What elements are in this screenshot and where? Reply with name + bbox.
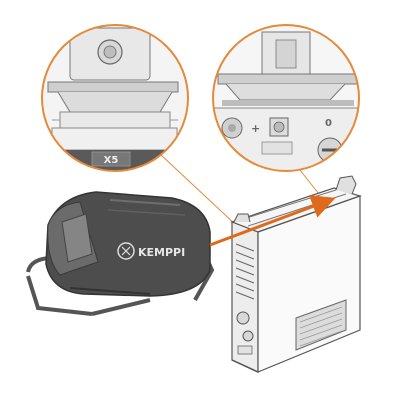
wire-feeder-unit: KEMPPI: [26, 191, 215, 316]
power-symbol: 0: [325, 118, 332, 129]
magnifier-left: X5: [41, 24, 189, 172]
magnifier-right: + 0: [212, 24, 360, 172]
plus-symbol: +: [251, 122, 260, 135]
power-source-unit: [230, 175, 362, 373]
connection-arrow-icon: [209, 195, 336, 247]
brand-logo-text: KEMPPI: [138, 246, 185, 259]
model-badge-text: X5: [104, 155, 119, 166]
